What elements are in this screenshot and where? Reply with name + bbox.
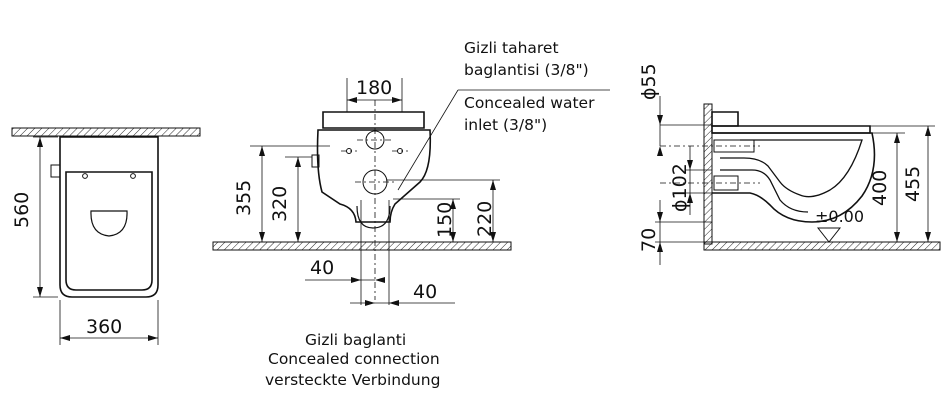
front-wall-strip [11,127,201,137]
section-height455-label: 455 [902,166,924,202]
side-height-355-label: 355 [233,180,255,216]
section-dia55-label: ϕ55 [638,63,660,100]
section-floor [703,241,941,251]
section-trap [720,169,809,213]
section-height70-label: 70 [638,228,660,252]
section-bowl-outer [712,132,876,223]
front-view: 560 360 [11,127,201,345]
side-tab [311,154,320,168]
side-body [316,129,432,223]
section-bowl-inner [720,139,863,198]
front-bowl-opening [90,210,128,237]
side-view: 180 355 320 150 220 40 [212,77,610,306]
note-en-line1: Concealed water [464,94,595,112]
section-height400-label: 400 [869,170,891,206]
note-tr-line1: Gizli taharet [464,39,559,57]
section-level-marker [816,227,842,243]
front-height-label: 560 [11,192,33,228]
front-bowl-outline [59,136,159,298]
front-fixing-hole [130,173,136,179]
section-seat [711,125,871,134]
section-view: ϕ55 ϕ102 70 400 455 ±0.00 [638,63,941,265]
note-en-line2: inlet (3/8") [464,116,547,134]
caption-line3: versteckte Verbindung [265,371,440,389]
section-outlet-pipe [713,175,739,191]
section-dia102-label: ϕ102 [669,163,691,212]
front-width-label: 360 [86,316,122,338]
front-seat [65,171,153,291]
side-seat [322,111,425,129]
side-trap [356,205,391,229]
section-lid-hinge [711,111,739,127]
side-offset-left-label: 40 [310,257,334,279]
section-zero-level-label: ±0.00 [815,207,864,226]
side-offset-right-label: 40 [413,281,437,303]
side-width-label: 180 [356,77,392,99]
front-side-tab [50,164,61,178]
side-height-150-label: 150 [434,202,456,238]
caption-line2: Concealed connection [268,350,440,368]
caption-line1: Gizli baglanti [305,331,406,349]
side-floor-strip [212,241,512,251]
note-tr-line2: baglantisi (3/8") [464,61,589,79]
front-fixing-hole [82,173,88,179]
side-height-320-label: 320 [269,186,291,222]
side-height-220-label: 220 [474,201,496,237]
